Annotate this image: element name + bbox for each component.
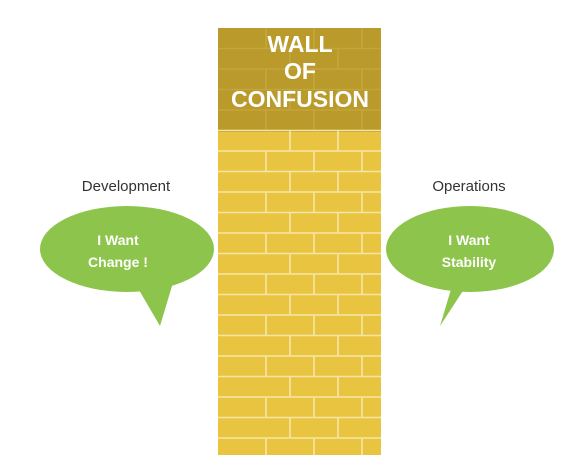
brick-wall (218, 28, 381, 455)
wall-title-line-3: CONFUSION (231, 86, 369, 112)
development-bubble-body (40, 206, 214, 292)
operations-group: Operations I Want Stability (386, 178, 554, 326)
wall-mortar-lines (218, 28, 381, 455)
development-speech-bubble: I Want Change ! (40, 206, 214, 326)
development-group: Development I Want Change ! (40, 178, 214, 326)
operations-bubble-line-2: Stability (442, 254, 497, 270)
development-label: Development (82, 178, 171, 195)
wall-title-line-1: WALL (267, 31, 332, 57)
wall-title-line-2: OF (284, 58, 316, 84)
wall-title: WALL OF CONFUSION (231, 31, 369, 112)
development-bubble-line-2: Change ! (88, 254, 148, 270)
operations-bubble-line-1: I Want (448, 232, 490, 248)
operations-speech-bubble: I Want Stability (386, 206, 554, 326)
operations-bubble-body (386, 206, 554, 292)
development-bubble-line-1: I Want (97, 232, 139, 248)
wall-header-band (218, 28, 381, 132)
operations-label: Operations (432, 178, 505, 195)
